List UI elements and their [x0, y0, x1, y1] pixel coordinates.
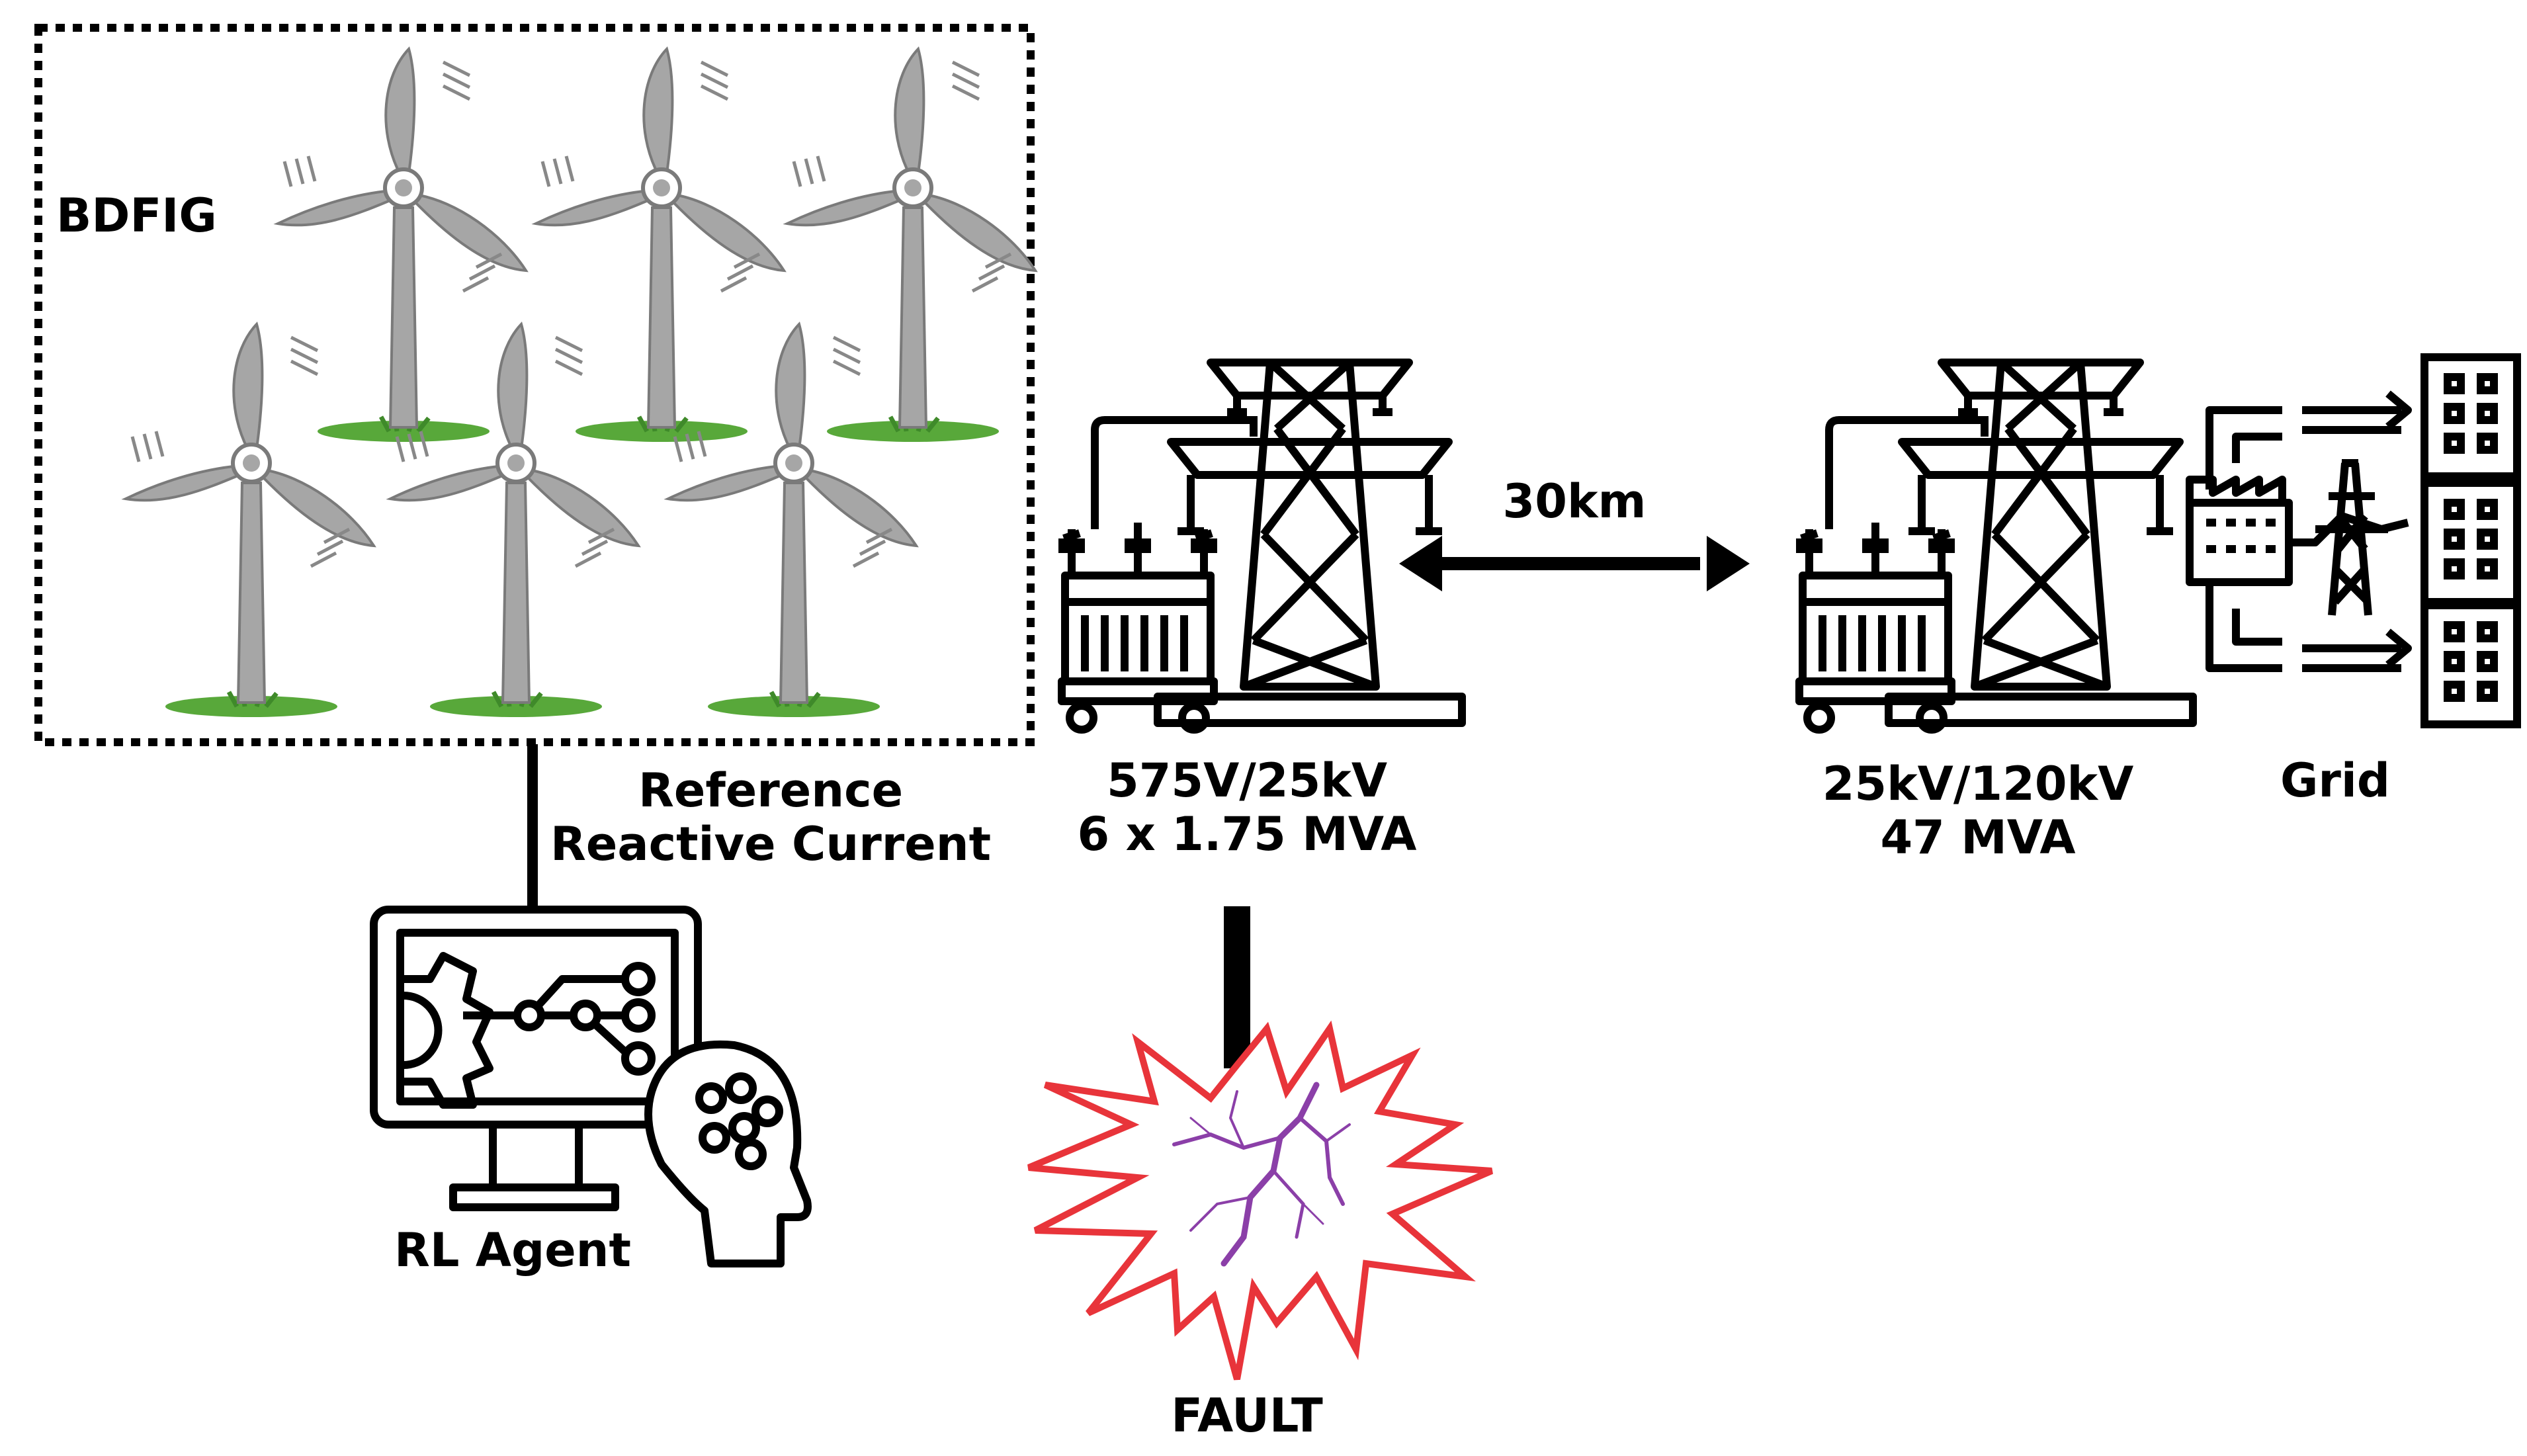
wind-turbine-icon: [787, 49, 1035, 442]
reference-signal-label: Reference Reactive Current: [550, 764, 991, 871]
wind-turbine-icon: [668, 324, 916, 717]
fault-burst-icon: [1027, 1020, 1493, 1381]
transformer-2-rating: 25kV/120kV: [1822, 757, 2134, 811]
transformer-1-label: 575V/25kV 6 x 1.75 MVA: [1078, 754, 1417, 861]
reference-signal-line1: Reference: [638, 763, 904, 818]
distance-arrow: [1399, 536, 1750, 591]
wind-farm-label: BDFIG: [56, 189, 217, 243]
distance-label: 30km: [1502, 474, 1647, 529]
wind-turbine-icon: [126, 324, 374, 717]
rl-agent-label: RL Agent: [394, 1223, 631, 1277]
transformer-2-label: 25kV/120kV 47 MVA: [1822, 757, 2134, 864]
rl-agent-icon: [370, 906, 812, 1267]
transformer-1-capacity: 6 x 1.75 MVA: [1077, 806, 1417, 861]
transformer-2-capacity: 47 MVA: [1880, 810, 2076, 865]
transformer-1-rating: 575V/25kV: [1107, 753, 1387, 808]
grid-label: Grid: [2280, 753, 2391, 808]
wind-farm-boundary: [34, 24, 1035, 746]
grid-icon: [2186, 390, 2412, 672]
building-icon: [2424, 483, 2517, 602]
wind-turbine-icon: [536, 49, 784, 442]
bus-connection-line: [1825, 416, 1989, 529]
bus-connection-line: [1091, 416, 1258, 529]
reference-signal-line2: Reactive Current: [550, 816, 992, 871]
wind-turbine-icon: [390, 324, 638, 717]
lightning-icon: [1172, 1082, 1351, 1267]
fault-label: FAULT: [1171, 1389, 1323, 1443]
building-icon: [2424, 605, 2517, 724]
building-icon: [2424, 357, 2517, 476]
wind-turbine-icon: [278, 49, 526, 442]
